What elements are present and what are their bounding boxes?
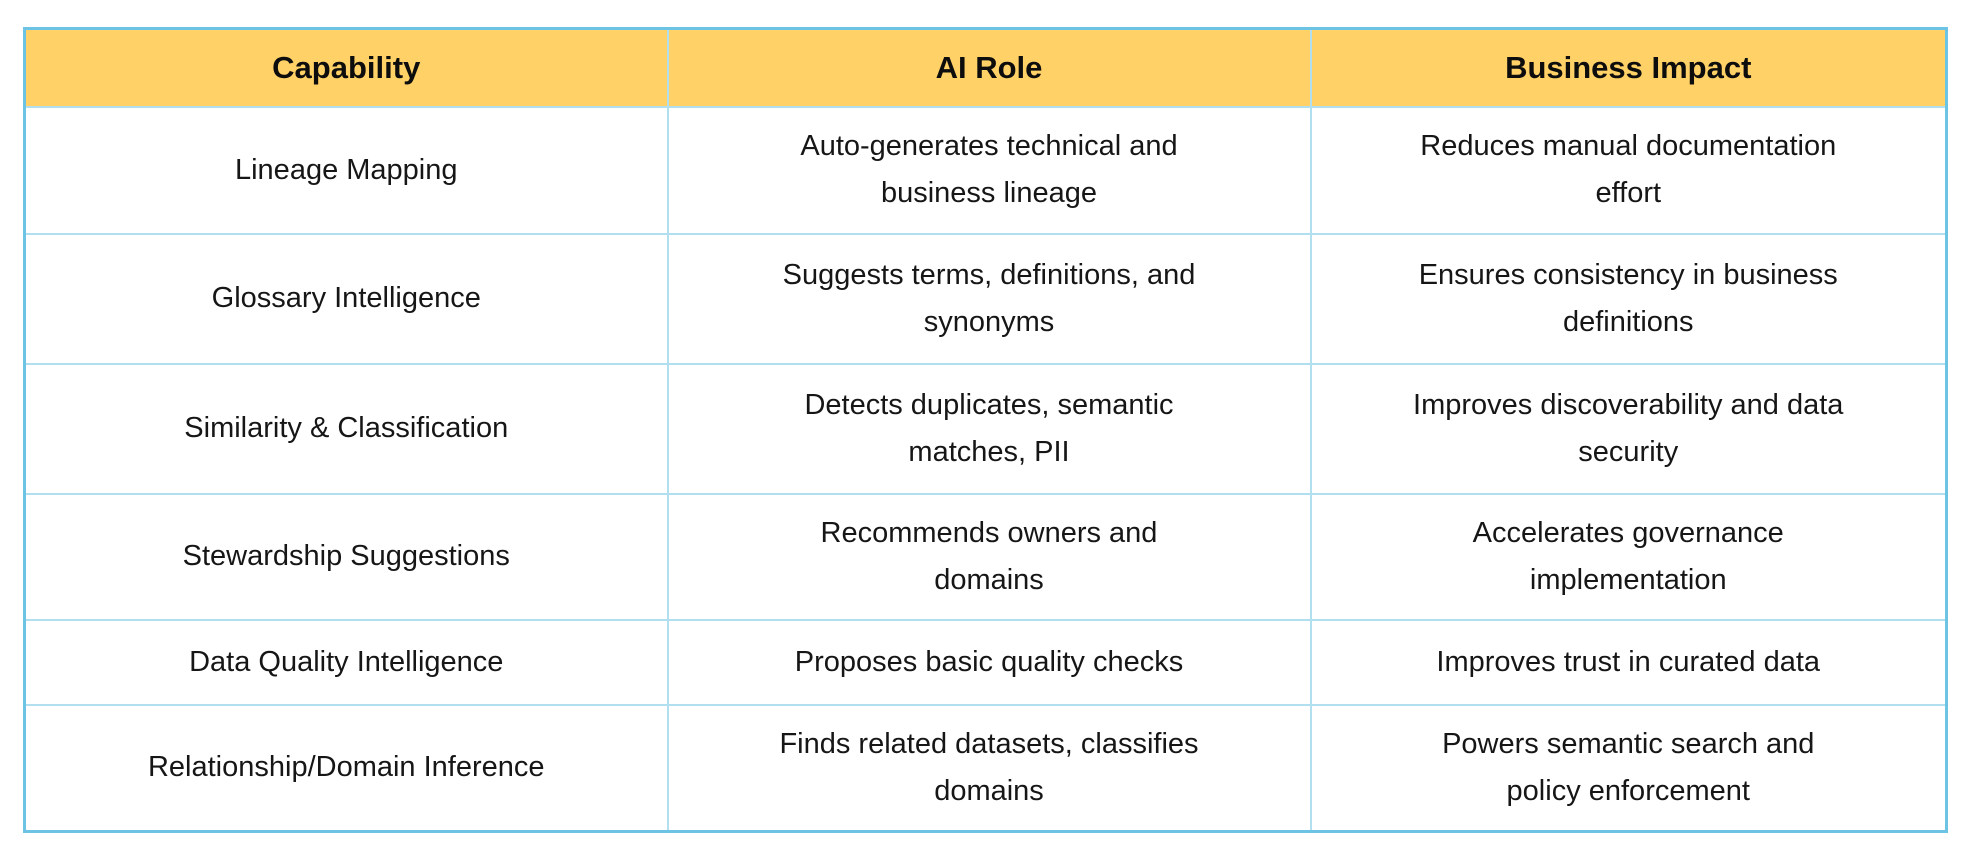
cell-capability: Lineage Mapping — [23, 105, 669, 235]
cell-business-impact: Reduces manual documentation effort — [1309, 105, 1948, 235]
capability-table: Capability AI Role Business Impact Linea… — [23, 27, 1948, 833]
table-row: Similarity & Classification Detects dupl… — [23, 362, 1948, 495]
table-row: Glossary Intelligence Suggests terms, de… — [23, 232, 1948, 365]
capability-table-container: Capability AI Role Business Impact Linea… — [23, 27, 1948, 833]
cell-capability: Relationship/Domain Inference — [23, 703, 669, 833]
cell-business-impact: Improves trust in curated data — [1309, 618, 1948, 706]
cell-business-impact: Improves discoverability and data securi… — [1309, 362, 1948, 495]
cell-ai-role: Finds related datasets, classifies domai… — [666, 703, 1312, 833]
cell-ai-role: Detects duplicates, semantic matches, PI… — [666, 362, 1312, 495]
table-header-row: Capability AI Role Business Impact — [23, 27, 1948, 108]
table-row: Stewardship Suggestions Recommends owner… — [23, 492, 1948, 621]
table-row: Lineage Mapping Auto-generates technical… — [23, 105, 1948, 235]
header-cell-business-impact: Business Impact — [1309, 27, 1948, 108]
cell-business-impact: Ensures consistency in business definiti… — [1309, 232, 1948, 365]
cell-capability: Stewardship Suggestions — [23, 492, 669, 621]
table-row: Relationship/Domain Inference Finds rela… — [23, 703, 1948, 833]
cell-capability: Data Quality Intelligence — [23, 618, 669, 706]
cell-ai-role: Auto-generates technical and business li… — [666, 105, 1312, 235]
cell-business-impact: Powers semantic search and policy enforc… — [1309, 703, 1948, 833]
header-cell-capability: Capability — [23, 27, 669, 108]
cell-capability: Similarity & Classification — [23, 362, 669, 495]
cell-ai-role: Recommends owners and domains — [666, 492, 1312, 621]
cell-capability: Glossary Intelligence — [23, 232, 669, 365]
cell-ai-role: Suggests terms, definitions, and synonym… — [666, 232, 1312, 365]
header-cell-ai-role: AI Role — [666, 27, 1312, 108]
table-row: Data Quality Intelligence Proposes basic… — [23, 618, 1948, 706]
cell-business-impact: Accelerates governance implementation — [1309, 492, 1948, 621]
cell-ai-role: Proposes basic quality checks — [666, 618, 1312, 706]
